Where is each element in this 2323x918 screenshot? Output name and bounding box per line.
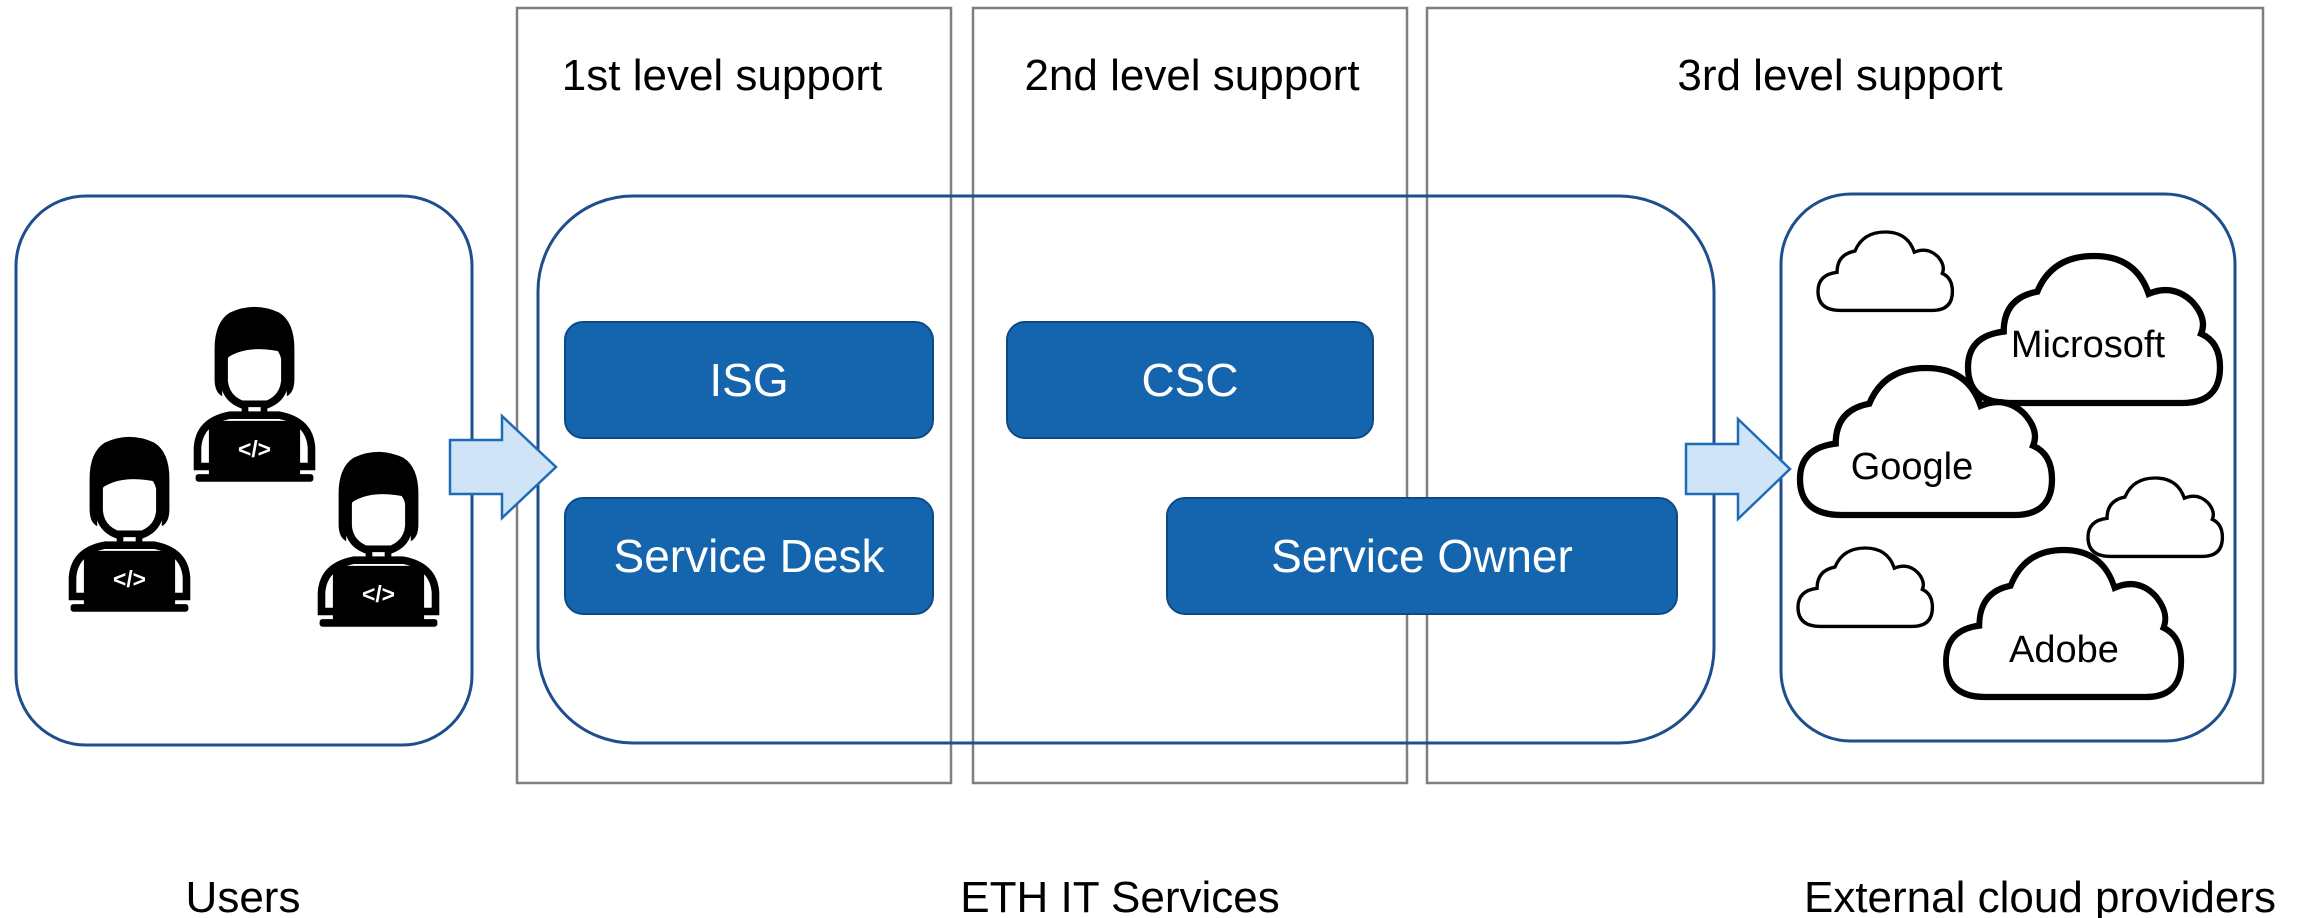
eth-group — [536, 194, 1716, 745]
arrow-right-icon — [448, 413, 558, 521]
svg-text:Service Desk: Service Desk — [614, 530, 886, 582]
level-column-2: 2nd level support — [971, 6, 1409, 785]
provider-label-google: Google — [1851, 446, 1974, 488]
level-column-1: 1st level support — [515, 6, 953, 785]
level-label-3: 3rd level support — [1677, 51, 2002, 100]
svg-text:Service Owner: Service Owner — [1271, 530, 1573, 582]
unit-service-desk: Service Desk — [564, 497, 934, 615]
group-caption-users: Users — [186, 873, 301, 918]
cloud-icon — [2086, 476, 2225, 559]
cloud-icon — [1796, 546, 1935, 629]
svg-text:CSC: CSC — [1141, 354, 1238, 406]
provider-label-microsoft: Microsoft — [2011, 324, 2166, 366]
arrow-right-icon — [1684, 416, 1792, 522]
group-caption-external: External cloud providers — [1804, 873, 2276, 918]
cloud-adobe — [1946, 550, 2181, 697]
level-label-2: 2nd level support — [1024, 51, 1359, 100]
cloud-icon — [1816, 230, 1955, 313]
unit-csc: CSC — [1006, 321, 1374, 439]
provider-label-adobe: Adobe — [2009, 629, 2119, 671]
group-caption-eth: ETH IT Services — [960, 873, 1279, 918]
level-label-1: 1st level support — [562, 51, 882, 100]
unit-service-owner: Service Owner — [1166, 497, 1678, 615]
svg-text:ISG: ISG — [709, 354, 788, 406]
unit-isg: ISG — [564, 321, 934, 439]
level-column-3: 3rd level support — [1425, 6, 2265, 785]
